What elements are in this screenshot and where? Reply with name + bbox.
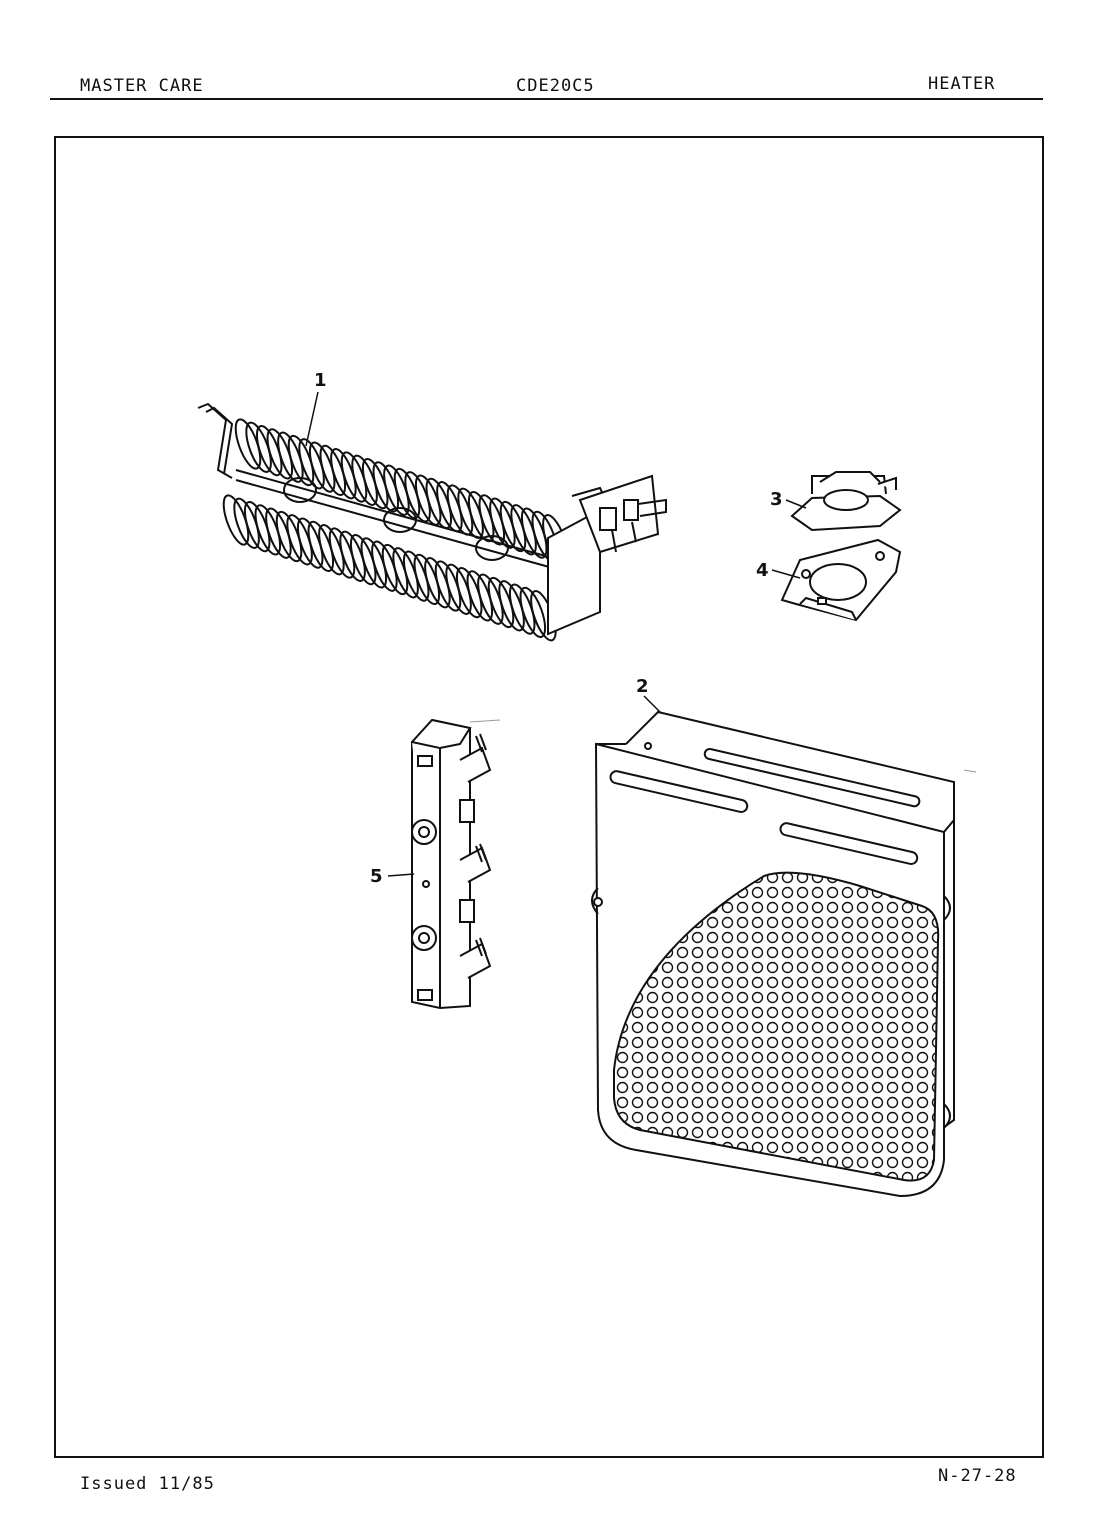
- callout-3: 3: [770, 489, 783, 510]
- leader-3: [785, 499, 807, 509]
- terminal-block: [411, 718, 492, 1010]
- header-model: CDE20C5: [516, 76, 595, 96]
- page-number: N-27-28: [938, 1466, 1017, 1486]
- header-rule: [50, 98, 1043, 100]
- scan-mark: [963, 769, 977, 773]
- header-section: HEATER: [928, 74, 996, 94]
- callout-1: 1: [314, 370, 327, 391]
- thermostat-bracket: [780, 538, 902, 622]
- header-brand: MASTER CARE: [80, 76, 204, 96]
- leader-1: [305, 391, 319, 447]
- heater-box: [591, 710, 955, 1198]
- callout-4: 4: [756, 560, 769, 581]
- callout-2: 2: [636, 676, 649, 697]
- coil-loop: [519, 586, 547, 639]
- heater-element: [197, 402, 667, 642]
- issue-date: Issued 11/85: [80, 1474, 215, 1494]
- leader-2: [643, 695, 661, 713]
- leader-5: [387, 873, 415, 877]
- scan-mark: [469, 719, 501, 723]
- leader-4: [771, 569, 801, 579]
- callout-5: 5: [370, 866, 383, 887]
- thermostat: [790, 471, 902, 532]
- diagram-frame: [54, 136, 1044, 1458]
